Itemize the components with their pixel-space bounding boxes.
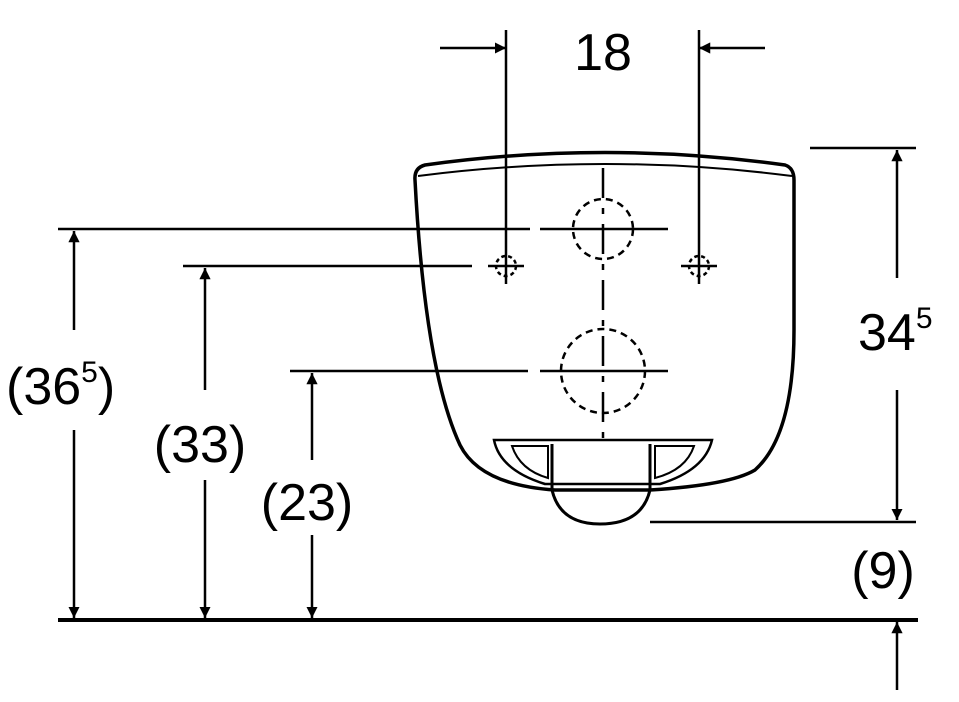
- connection-holes: [559, 197, 647, 415]
- waste-outlet-hole: [559, 327, 647, 415]
- fixing-bolt-left: [488, 248, 524, 284]
- water-inlet-hole: [571, 197, 635, 261]
- fixing-bolt-right: [681, 248, 717, 284]
- dim-label-33: (33): [154, 416, 246, 474]
- dim-label-23: (23): [261, 474, 353, 532]
- upper-hole-height-dimension: [183, 264, 472, 618]
- fixing-spacing-dimension: [440, 30, 765, 248]
- outlet-spigot: [550, 444, 652, 526]
- pan-outlet-inner: [510, 445, 696, 480]
- dim-label-34-5: 345: [858, 302, 933, 362]
- fixing-height-dimension: [58, 227, 530, 618]
- fixing-bolts: [488, 248, 717, 284]
- overall-height-dimension: [650, 146, 916, 524]
- lower-hole-height-dimension: [290, 369, 528, 618]
- dim-label-9: (9): [851, 542, 915, 600]
- pan-outlet-shell: [492, 438, 714, 486]
- rim-top-line: [417, 163, 793, 177]
- dim-label-36-5: (365): [6, 356, 115, 416]
- toilet-body: [413, 150, 796, 526]
- dim-label-18: 18: [574, 24, 632, 82]
- toilet-outline: [413, 150, 796, 492]
- centre-lines: [540, 168, 668, 440]
